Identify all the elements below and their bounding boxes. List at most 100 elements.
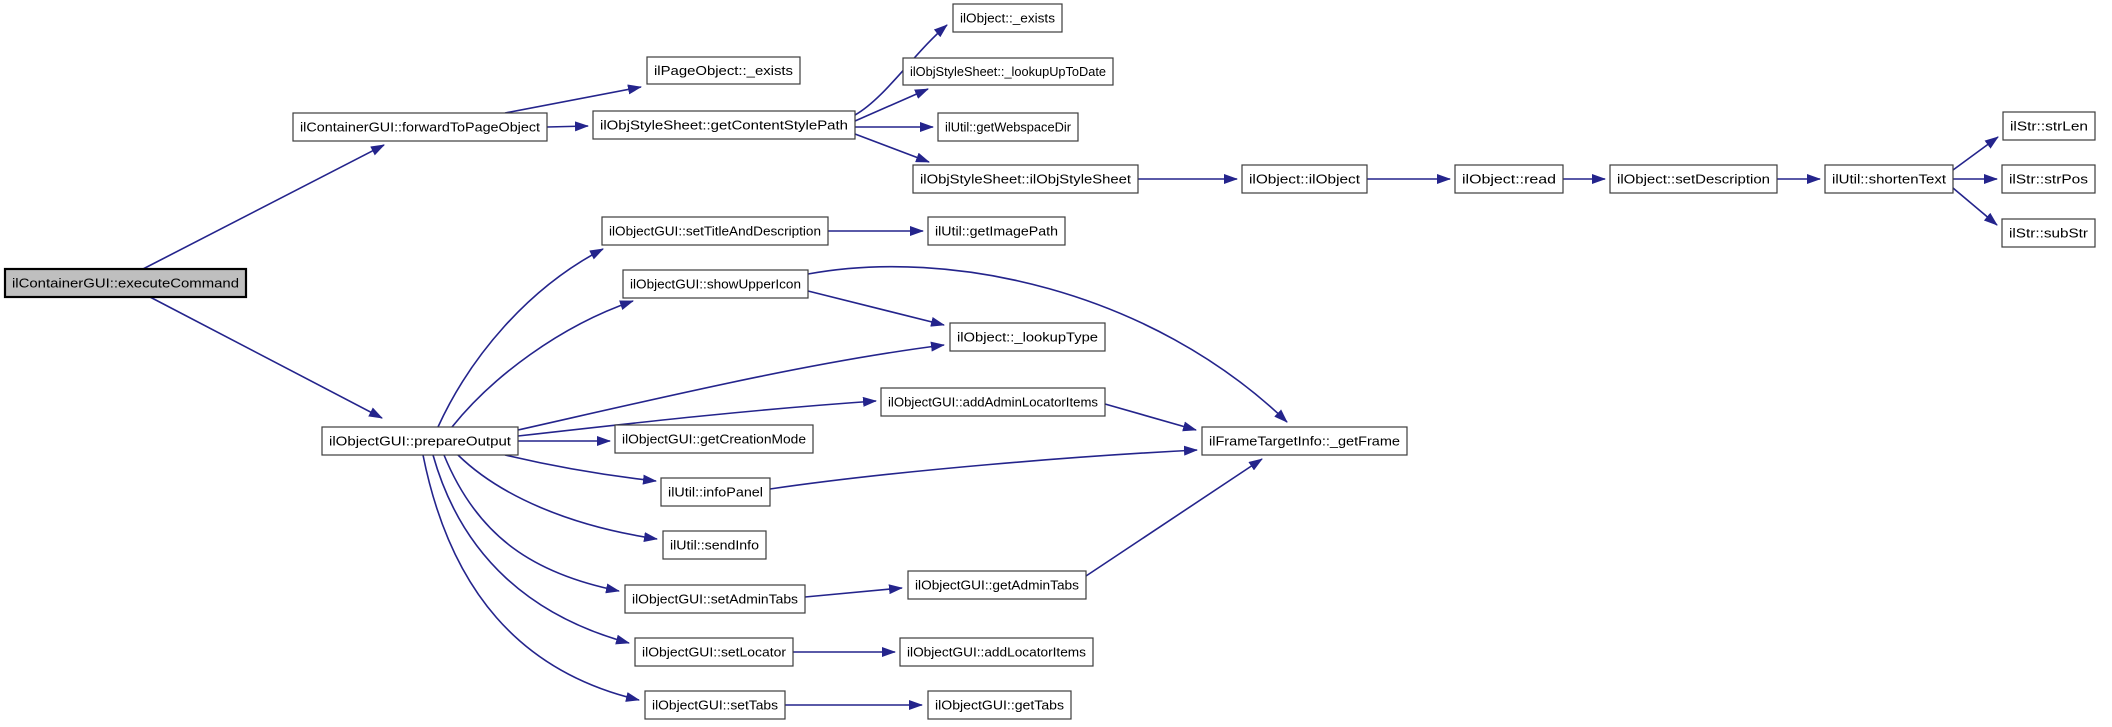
edge-getContentStylePath-to-styleCtor: [854, 133, 930, 163]
node-label-getCreationMode: ilObjectGUI::getCreationMode: [622, 432, 806, 447]
edge-showUpperIcon-to-getFrame: [807, 265, 1288, 423]
node-label-setLocator: ilObjectGUI::setLocator: [642, 645, 787, 660]
graph-node-getFrame[interactable]: ilFrameTargetInfo::_getFrame: [1201, 426, 1408, 456]
node-box-getContentStylePath: [592, 110, 856, 140]
node-label-getTabs: ilObjectGUI::getTabs: [935, 698, 1065, 713]
edges-layer: [142, 24, 1999, 710]
graph-node-getCreationMode[interactable]: ilObjectGUI::getCreationMode: [614, 424, 814, 454]
node-box-showUpperIcon: [622, 269, 809, 299]
edge-getAdminTabs-to-getFrame: [1085, 458, 1263, 577]
node-box-lookupUpToDate: [902, 57, 1114, 86]
graph-node-addAdminLocatorItems[interactable]: ilObjectGUI::addAdminLocatorItems: [880, 387, 1106, 417]
node-label-pageExists: ilPageObject::_exists: [654, 63, 794, 78]
graph-node-getAdminTabs[interactable]: ilObjectGUI::getAdminTabs: [907, 570, 1087, 600]
node-label-strLen: ilStr::strLen: [2010, 119, 2088, 134]
graph-node-objCtor[interactable]: ilObject::ilObject: [1241, 164, 1368, 194]
graph-node-setTabs[interactable]: ilObjectGUI::setTabs: [644, 690, 786, 720]
node-box-strPos: [2001, 164, 2096, 194]
node-label-lookupType: ilObject::_lookupType: [957, 330, 1098, 345]
node-label-executeCommand: ilContainerGUI::executeCommand: [12, 276, 239, 291]
node-label-read: ilObject::read: [1462, 172, 1556, 187]
graph-node-forwardToPageObject[interactable]: ilContainerGUI::forwardToPageObject: [292, 112, 548, 142]
node-label-getWebspaceDir: ilUtil::getWebspaceDir: [945, 120, 1072, 135]
edge-prepareOutput-to-setAdminTabs: [443, 454, 620, 594]
graph-node-pageExists[interactable]: ilPageObject::_exists: [646, 56, 801, 85]
node-label-sendInfo: ilUtil::sendInfo: [670, 538, 759, 553]
graph-node-read[interactable]: ilObject::read: [1454, 164, 1564, 194]
node-box-setTitleAndDescription: [601, 216, 829, 246]
edge-prepareOutput-to-addAdminLocatorItems: [517, 396, 877, 437]
node-box-styleCtor: [912, 164, 1139, 194]
edge-getContentStylePath-to-lookupUpToDate: [854, 88, 929, 122]
node-label-infoPanel: ilUtil::infoPanel: [668, 485, 763, 500]
node-label-strPos: ilStr::strPos: [2009, 172, 2089, 187]
node-box-prepareOutput: [321, 426, 519, 456]
edge-forwardToPageObject-to-getContentStylePath: [546, 121, 589, 132]
edge-prepareOutput-to-sendInfo: [457, 454, 658, 543]
edge-prepareOutput-to-showUpperIcon: [451, 300, 634, 428]
node-box-setAdminTabs: [624, 584, 806, 614]
edge-shortenText-to-subStr: [1952, 187, 1998, 226]
edge-executeCommand-to-forwardToPageObject: [142, 144, 385, 270]
node-label-addAdminLocatorItems: ilObjectGUI::addAdminLocatorItems: [888, 395, 1098, 410]
node-box-setDescription: [1609, 164, 1778, 194]
edge-getContentStylePath-to-objExists: [854, 24, 948, 116]
graph-node-addLocatorItems[interactable]: ilObjectGUI::addLocatorItems: [899, 637, 1094, 667]
graph-node-objExists[interactable]: ilObject::_exists: [952, 3, 1063, 33]
graph-node-getImagePath[interactable]: ilUtil::getImagePath: [927, 216, 1066, 246]
node-label-getFrame: ilFrameTargetInfo::_getFrame: [1209, 434, 1400, 449]
graph-node-executeCommand: ilContainerGUI::executeCommand: [3, 267, 248, 299]
graph-node-setTitleAndDescription[interactable]: ilObjectGUI::setTitleAndDescription: [601, 216, 829, 246]
node-label-styleCtor: ilObjStyleSheet::ilObjStyleSheet: [920, 172, 1131, 187]
node-box-getAdminTabs: [907, 570, 1087, 600]
node-box-read: [1454, 164, 1564, 194]
graph-node-strLen[interactable]: ilStr::strLen: [2002, 111, 2096, 141]
graph-node-showUpperIcon[interactable]: ilObjectGUI::showUpperIcon: [622, 269, 809, 299]
node-box-lookupType: [949, 322, 1106, 352]
node-box-subStr: [2001, 218, 2096, 248]
graph-node-strPos[interactable]: ilStr::strPos: [2001, 164, 2096, 194]
node-box-addAdminLocatorItems: [880, 387, 1106, 417]
edge-setAdminTabs-to-getAdminTabs: [804, 584, 903, 598]
graph-node-prepareOutput[interactable]: ilObjectGUI::prepareOutput: [321, 426, 519, 456]
graph-node-subStr[interactable]: ilStr::subStr: [2001, 218, 2096, 248]
node-label-lookupUpToDate: ilObjStyleSheet::_lookupUpToDate: [910, 64, 1106, 79]
edge-infoPanel-to-getFrame: [769, 445, 1198, 490]
graph-node-lookupUpToDate[interactable]: ilObjStyleSheet::_lookupUpToDate: [902, 57, 1114, 86]
graph-node-setAdminTabs[interactable]: ilObjectGUI::setAdminTabs: [624, 584, 806, 614]
graph-node-lookupType[interactable]: ilObject::_lookupType: [949, 322, 1106, 352]
node-box-strLen: [2002, 111, 2096, 141]
node-label-objExists: ilObject::_exists: [960, 11, 1056, 26]
node-box-getFrame: [1201, 426, 1408, 456]
node-box-getWebspaceDir: [937, 112, 1079, 142]
nodes-layer: ilContainerGUI::executeCommand ilContaine…: [3, 3, 2096, 720]
graph-node-getWebspaceDir[interactable]: ilUtil::getWebspaceDir: [937, 112, 1079, 142]
node-label-forwardToPageObject: ilContainerGUI::forwardToPageObject: [300, 120, 540, 135]
edge-prepareOutput-to-infoPanel: [504, 454, 657, 485]
graph-node-infoPanel[interactable]: ilUtil::infoPanel: [660, 477, 771, 507]
edge-showUpperIcon-to-lookupType: [807, 290, 945, 327]
node-label-setAdminTabs: ilObjectGUI::setAdminTabs: [632, 592, 799, 607]
node-box-getImagePath: [927, 216, 1066, 246]
edge-forwardToPageObject-to-pageExists: [504, 84, 642, 114]
graph-node-getContentStylePath[interactable]: ilObjStyleSheet::getContentStylePath: [592, 110, 856, 140]
node-box-addLocatorItems: [899, 637, 1094, 667]
graph-node-getTabs[interactable]: ilObjectGUI::getTabs: [927, 690, 1072, 720]
graph-node-setLocator[interactable]: ilObjectGUI::setLocator: [634, 637, 794, 667]
node-label-setTitleAndDescription: ilObjectGUI::setTitleAndDescription: [609, 224, 821, 239]
edge-prepareOutput-to-setLocator: [432, 454, 630, 645]
node-box-getTabs: [927, 690, 1072, 720]
node-box-sendInfo: [662, 530, 767, 560]
node-box-forwardToPageObject: [292, 112, 548, 142]
node-box-objCtor: [1241, 164, 1368, 194]
graph-node-setDescription[interactable]: ilObject::setDescription: [1609, 164, 1778, 194]
node-box-objExists: [952, 3, 1063, 33]
graph-node-styleCtor[interactable]: ilObjStyleSheet::ilObjStyleSheet: [912, 164, 1139, 194]
node-label-getAdminTabs: ilObjectGUI::getAdminTabs: [915, 578, 1080, 593]
node-label-addLocatorItems: ilObjectGUI::addLocatorItems: [907, 645, 1087, 660]
graph-node-sendInfo[interactable]: ilUtil::sendInfo: [662, 530, 767, 560]
node-label-subStr: ilStr::subStr: [2009, 226, 2089, 241]
graph-node-shortenText[interactable]: ilUtil::shortenText: [1824, 164, 1954, 194]
